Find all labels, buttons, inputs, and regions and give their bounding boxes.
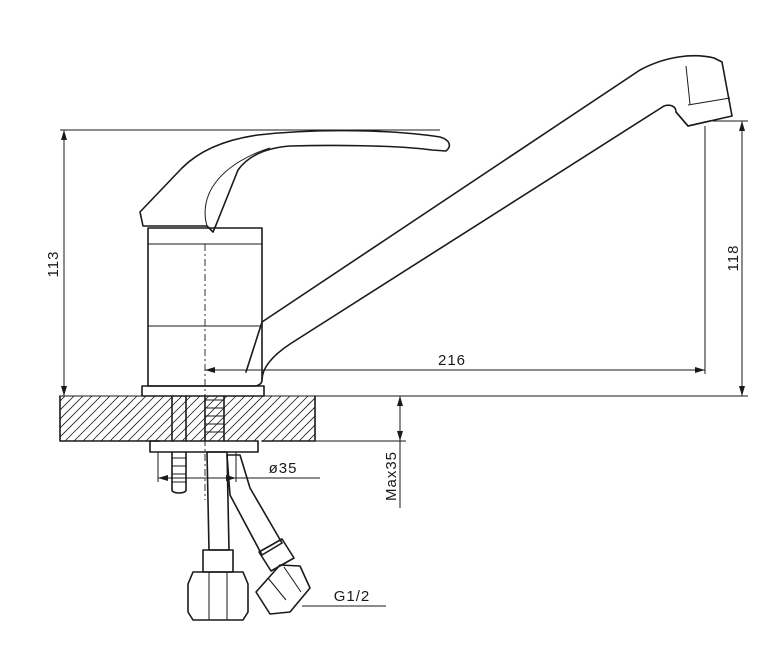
dim-left-height	[60, 129, 440, 396]
dim-base-diameter	[157, 452, 320, 482]
hatch-line	[60, 396, 66, 441]
hatch-line	[253, 396, 300, 441]
hatch-line	[172, 396, 219, 441]
dim-right-height	[400, 120, 748, 397]
hatch-line	[335, 396, 380, 441]
hatch-line	[217, 396, 264, 441]
left-height-label: 113	[45, 251, 62, 278]
hatch-line	[73, 396, 120, 441]
max-thickness-label: Max35	[383, 451, 400, 501]
hatch-line	[60, 396, 102, 441]
dim-max-thickness	[262, 396, 406, 508]
flexible-hoses	[187, 451, 311, 621]
aerator	[675, 111, 711, 127]
hex-nut-left	[187, 571, 249, 621]
hatch-line	[136, 396, 183, 441]
hatch-line	[91, 396, 138, 441]
hatch-line	[262, 396, 309, 441]
hatch-line	[118, 396, 165, 441]
hatch-line	[145, 396, 192, 441]
hose-right	[226, 454, 283, 556]
fitting-left	[202, 549, 234, 573]
faucet-body	[139, 54, 733, 397]
countertop-hatching	[60, 396, 416, 441]
hatch-line	[235, 396, 282, 441]
hatch-line	[109, 396, 156, 441]
hatch-line	[344, 396, 389, 441]
dim-spout-reach	[205, 126, 706, 374]
hose-left	[206, 451, 230, 551]
spout-reach-label: 216	[438, 352, 466, 369]
hatch-line	[208, 396, 255, 441]
hatch-line	[60, 396, 75, 441]
mounting-hardware	[149, 395, 259, 494]
hatch-line	[353, 396, 398, 441]
mounting-plate	[149, 440, 259, 453]
thread-label: G1/2	[334, 588, 371, 605]
hatch-line	[199, 396, 246, 441]
hatch-line	[154, 396, 201, 441]
hatch-line	[371, 396, 416, 441]
hatch-line	[244, 396, 291, 441]
hatch-line	[226, 396, 273, 441]
hatch-line	[271, 396, 315, 441]
hatch-line	[82, 396, 129, 441]
spout	[245, 54, 733, 381]
base-diameter-label: ø35	[269, 460, 298, 477]
hatch-line	[317, 396, 362, 441]
hatch-line	[280, 396, 315, 441]
hatch-line	[60, 396, 93, 441]
fitting-right	[258, 538, 295, 572]
hatch-line	[64, 396, 111, 441]
lever-handle	[139, 129, 451, 233]
hatch-line	[289, 396, 315, 441]
hatch-line	[127, 396, 174, 441]
hatch-line	[190, 396, 237, 441]
hex-nut-right	[255, 564, 311, 615]
hatch-line	[100, 396, 147, 441]
mounting-stud	[171, 451, 187, 494]
faucet-base	[141, 385, 265, 397]
countertop-section	[59, 395, 416, 442]
right-height-label: 118	[725, 245, 742, 272]
hatch-line	[298, 396, 315, 441]
hatch-line	[326, 396, 371, 441]
